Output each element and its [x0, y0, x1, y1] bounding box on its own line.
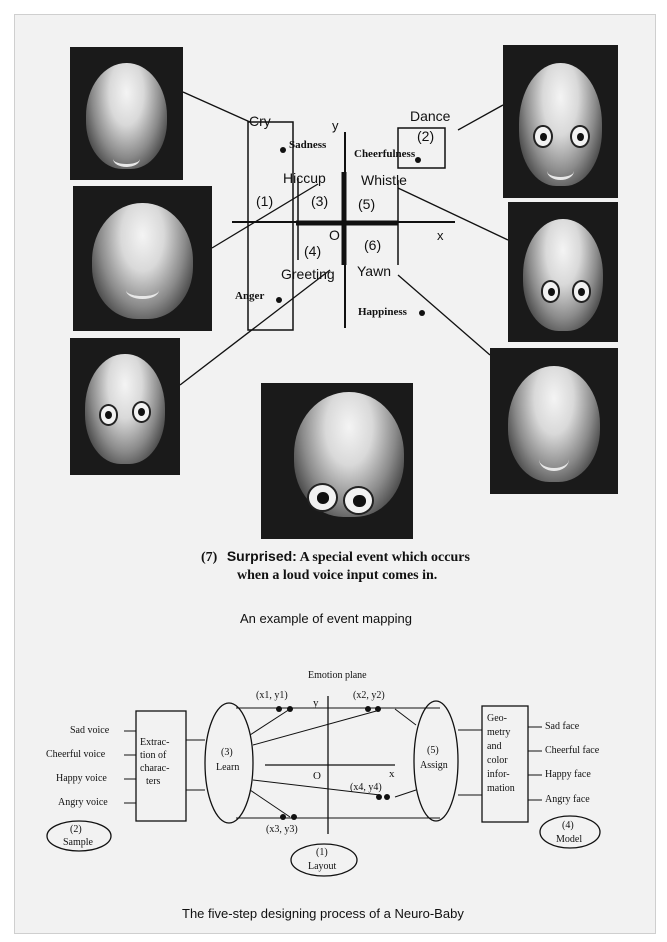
axis-label-x-bottom: x	[389, 768, 395, 780]
input-angry-voice: Angry voice	[58, 797, 108, 808]
point-label-1: (x1, y1)	[256, 690, 288, 701]
region-number-4: (4)	[304, 243, 321, 259]
event-label-greeting: Greeting	[281, 266, 335, 282]
extraction-line-4: ters	[140, 775, 169, 788]
face-image-whistle	[508, 202, 618, 342]
emotion-label-sadness: Sadness	[289, 139, 326, 151]
geometry-line-3: and	[487, 740, 515, 754]
event-mapping-caption: An example of event mapping	[240, 611, 412, 626]
sample-number: (2)	[70, 824, 82, 835]
output-happy-face: Happy face	[545, 769, 591, 780]
geometry-line-5: infor-	[487, 768, 515, 782]
learn-number: (3)	[221, 747, 233, 758]
surprised-title: Surprised:	[227, 548, 297, 564]
surprised-number: (7)	[201, 550, 217, 565]
geometry-line-2: metry	[487, 726, 515, 740]
extraction-line-1: Extrac-	[140, 736, 169, 749]
geometry-box-text: Geo- metry and color infor- mation	[487, 712, 515, 796]
geometry-line-6: mation	[487, 782, 515, 796]
surprised-description: (7) Surprised: A special event which occ…	[201, 547, 470, 585]
input-happy-voice: Happy voice	[56, 773, 107, 784]
sample-label: Sample	[63, 837, 93, 848]
output-sad-face: Sad face	[545, 721, 579, 732]
event-label-cry: Cry	[249, 113, 271, 129]
region-number-2: (2)	[417, 128, 434, 144]
face-image-surprised	[261, 383, 413, 539]
layout-label: Layout	[308, 861, 336, 872]
assign-number: (5)	[427, 745, 439, 756]
extraction-line-3: charac-	[140, 762, 169, 775]
model-label: Model	[556, 834, 582, 845]
face-image-hiccup	[73, 186, 212, 331]
axis-label-y-bottom: y	[313, 697, 319, 709]
assign-label: Assign	[420, 760, 448, 771]
output-angry-face: Angry face	[545, 794, 590, 805]
emotion-plane-title: Emotion plane	[308, 670, 367, 681]
design-process-caption: The five-step designing process of a Neu…	[182, 906, 464, 921]
face-image-dance	[503, 45, 618, 198]
model-number: (4)	[562, 820, 574, 831]
layout-number: (1)	[316, 847, 328, 858]
axis-label-y-top: y	[332, 118, 339, 133]
face-image-yawn	[490, 348, 618, 494]
point-label-4: (x4, y4)	[350, 782, 382, 793]
region-number-1: (1)	[256, 193, 273, 209]
face-image-cry	[70, 47, 183, 180]
output-cheerful-face: Cheerful face	[545, 745, 599, 756]
point-label-3: (x3, y3)	[266, 824, 298, 835]
region-number-6: (6)	[364, 237, 381, 253]
emotion-label-anger: Anger	[235, 290, 264, 302]
event-label-yawn: Yawn	[357, 263, 391, 279]
origin-label-bottom: O	[313, 770, 321, 782]
input-cheerful-voice: Cheerful voice	[46, 749, 105, 760]
origin-label-top: O	[329, 227, 340, 243]
event-label-hiccup: Hiccup	[283, 170, 326, 186]
face-image-greeting	[70, 338, 180, 475]
region-number-5: (5)	[358, 196, 375, 212]
surprised-text-1: A special event which occurs	[300, 550, 470, 565]
event-label-dance: Dance	[410, 108, 450, 124]
extraction-line-2: tion of	[140, 749, 169, 762]
extraction-box-text: Extrac- tion of charac- ters	[140, 736, 169, 788]
emotion-label-happiness: Happiness	[358, 306, 407, 318]
axis-label-x-top: x	[437, 228, 444, 243]
surprised-text-2: when a loud voice input comes in.	[237, 568, 437, 583]
point-label-2: (x2, y2)	[353, 690, 385, 701]
input-sad-voice: Sad voice	[70, 725, 109, 736]
geometry-line-4: color	[487, 754, 515, 768]
region-number-3: (3)	[311, 193, 328, 209]
emotion-label-cheerfulness: Cheerfulness	[354, 148, 415, 160]
geometry-line-1: Geo-	[487, 712, 515, 726]
event-label-whistle: Whistle	[361, 172, 407, 188]
learn-label: Learn	[216, 762, 239, 773]
